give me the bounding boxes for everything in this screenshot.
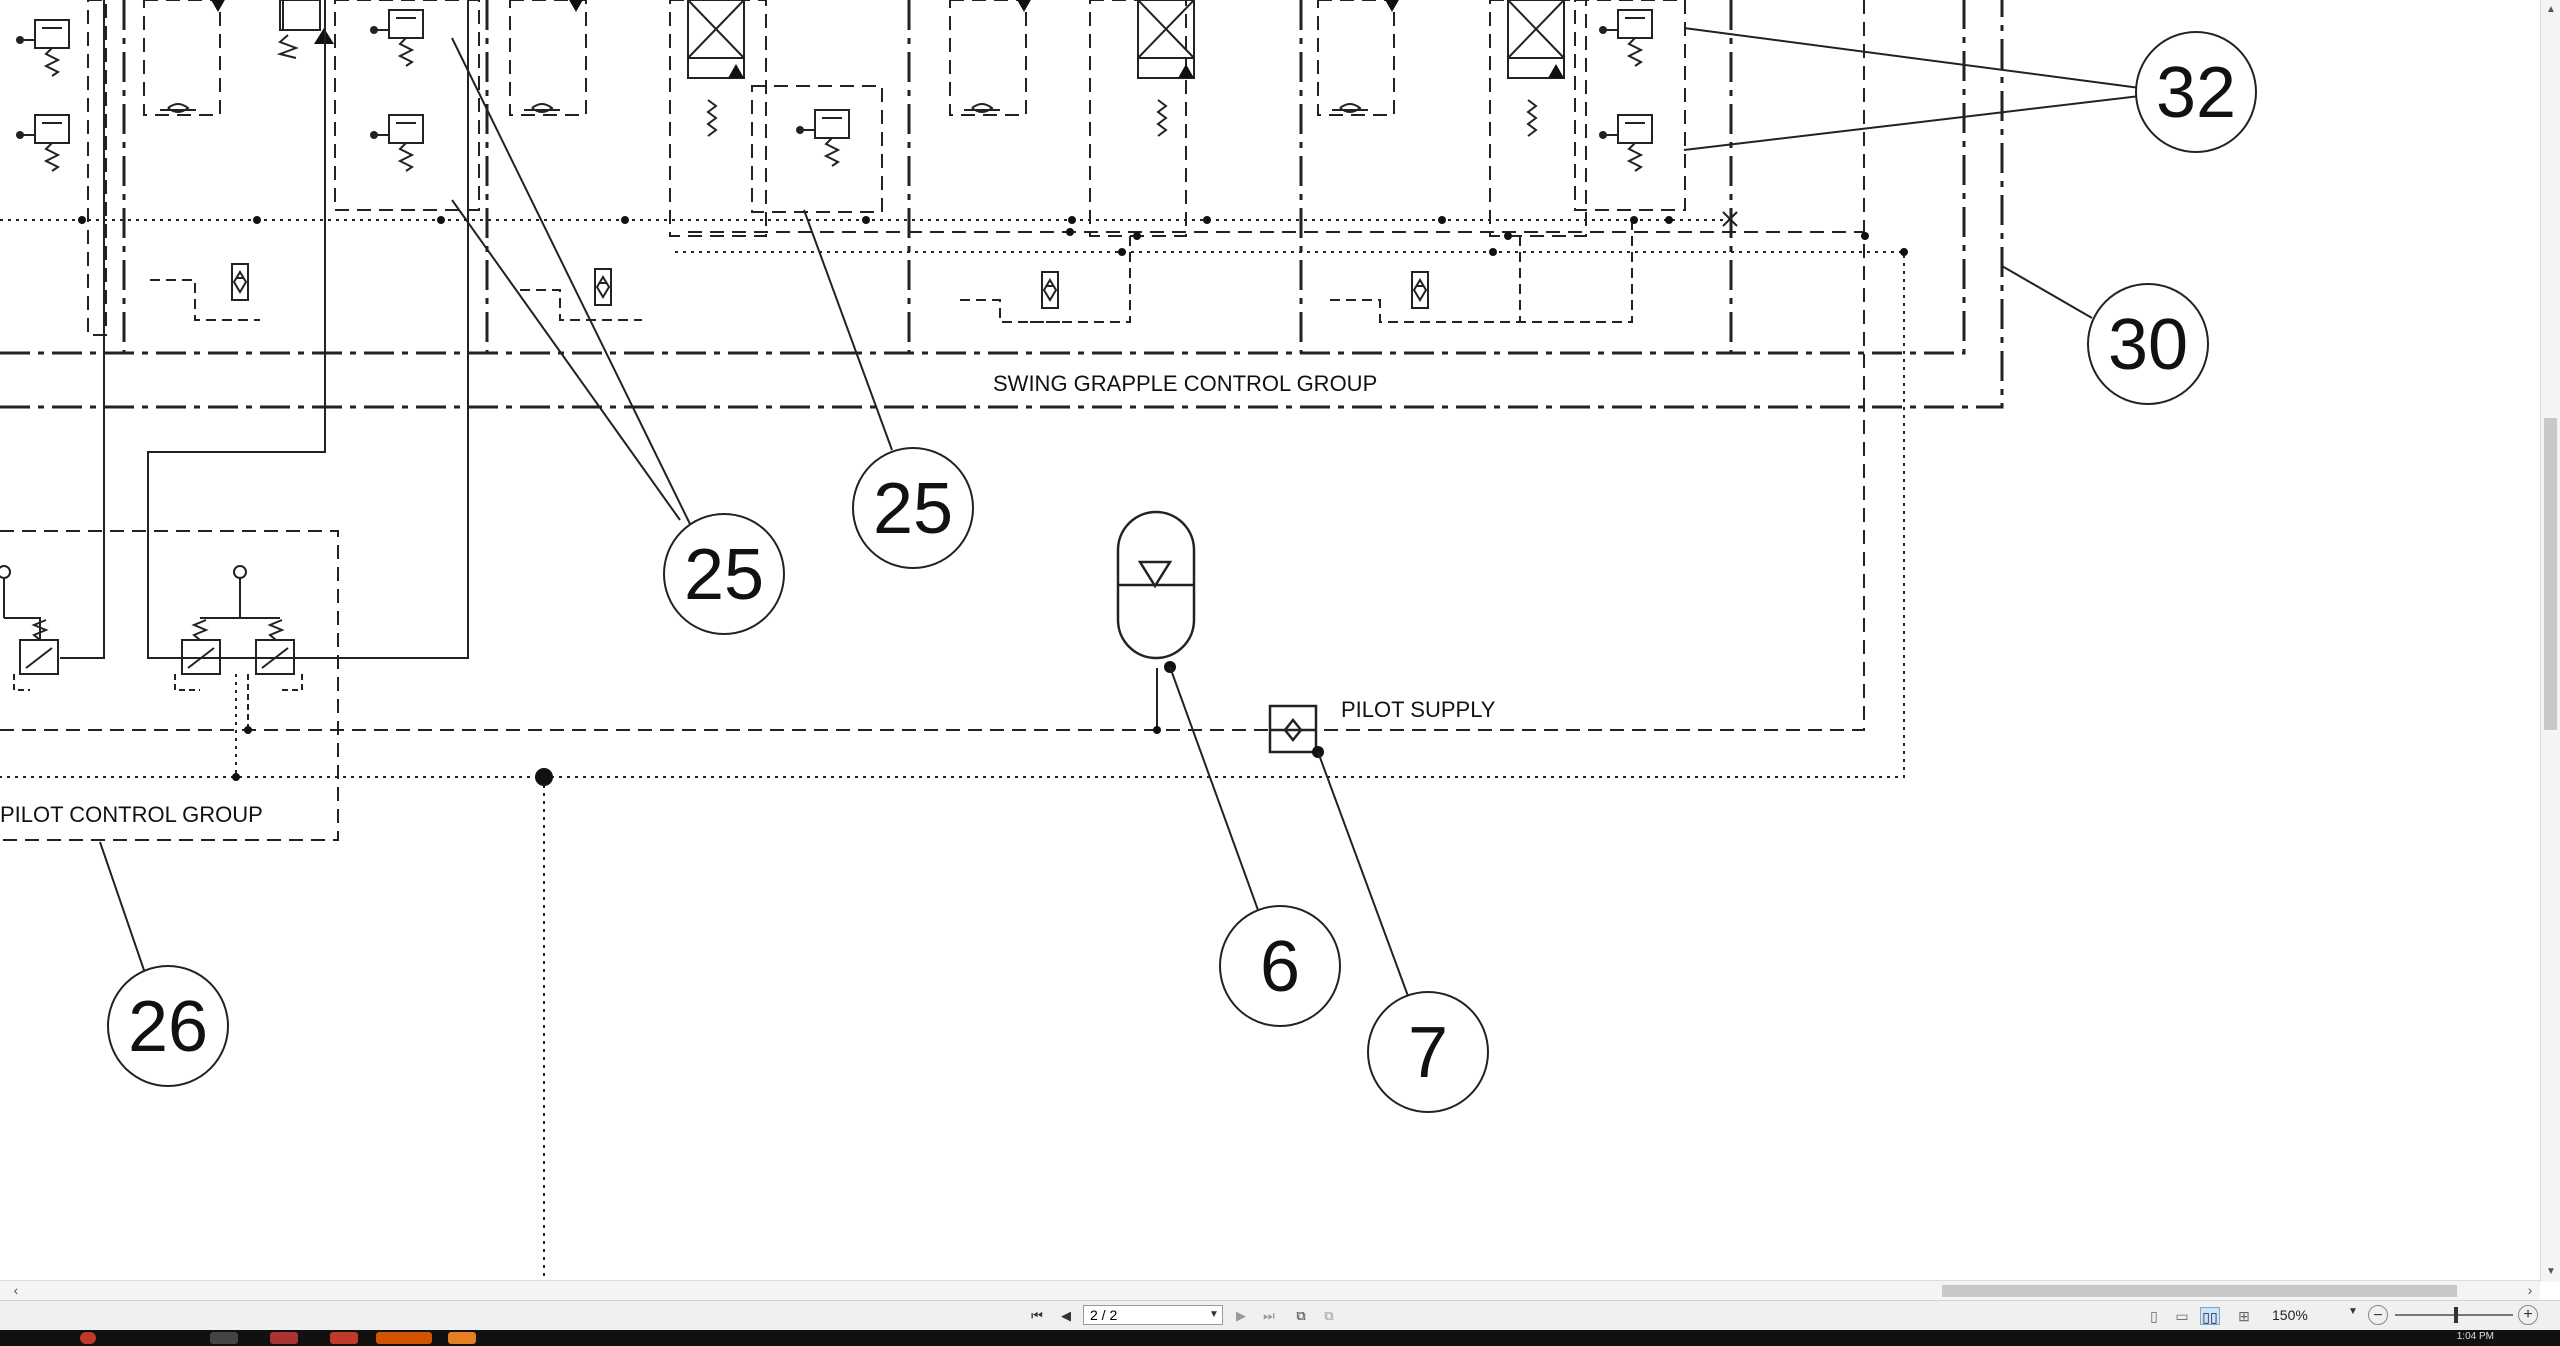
continuous-view-icon[interactable]: ▭ [2175, 1308, 2189, 1324]
taskbar-app-icon[interactable] [448, 1332, 476, 1344]
scroll-down-icon[interactable]: ▼ [2546, 1266, 2556, 1277]
zoom-slider-thumb[interactable] [2454, 1307, 2458, 1323]
inner-dashed-boxes [87, 0, 1686, 336]
taskbar-clock: 1:04 PM [2456, 1331, 2494, 1342]
accumulator-6 [1116, 510, 1196, 660]
first-page-icon[interactable]: ⏮ [1031, 1308, 1043, 1323]
previous-view-icon[interactable]: ⧉ [1296, 1308, 1306, 1323]
page-dropdown-icon[interactable]: ▼ [1209, 1309, 1219, 1320]
single-page-view-icon[interactable]: ▯ [2150, 1308, 2158, 1324]
last-page-icon[interactable]: ⏭ [1263, 1308, 1275, 1323]
pilot-drain-lines [0, 219, 1905, 1280]
taskbar-active-app-icon[interactable] [376, 1332, 432, 1344]
zoom-in-icon[interactable]: + [2518, 1305, 2538, 1325]
two-page-continuous-icon[interactable]: ⊞ [2238, 1308, 2250, 1324]
label-pilot-supply: PILOT SUPPLY [1341, 697, 1496, 722]
prev-page-icon[interactable]: ◀ [1061, 1308, 1071, 1323]
taskbar-app-icon[interactable] [210, 1332, 238, 1344]
swing-grapple-boundary [0, 0, 2004, 409]
viewer-statusbar: ⏮ ◀ ▼ ▶ ⏭ ⧉ ⧉ ▯ ▭ ▯▯ ⊞ 150% ▼ − + [0, 1300, 2560, 1330]
next-page-icon[interactable]: ▶ [1236, 1308, 1246, 1323]
taskbar-app-icon[interactable] [270, 1332, 298, 1344]
leader-lines [99, 27, 2141, 997]
callout-32: 32 [2156, 53, 2236, 133]
two-page-view-icon[interactable]: ▯▯ [2200, 1307, 2220, 1325]
taskbar-app-icon[interactable] [80, 1332, 96, 1344]
shuttle-detours [150, 220, 1633, 323]
page-number-input[interactable] [1083, 1305, 1223, 1325]
section-dividers [122, 0, 1733, 353]
label-swing-grapple-control-group: SWING GRAPPLE CONTROL GROUP [993, 371, 1377, 396]
callout-25-left: 25 [684, 535, 764, 615]
pilot-supply-check-7 [1268, 704, 1318, 754]
label-pilot-control-group: PILOT CONTROL GROUP [0, 802, 263, 827]
callout-25-right: 25 [873, 469, 953, 549]
document-viewport[interactable]: SWING GRAPPLE CONTROL GROUP PILOT CONTRO… [0, 0, 2540, 1280]
callout-7: 7 [1408, 1013, 1448, 1093]
taskbar: 1:04 PM [0, 1330, 2560, 1346]
zoom-level[interactable]: 150% [2272, 1307, 2308, 1323]
cross-marker [1722, 211, 1738, 227]
pilot-control-valves [0, 565, 303, 777]
vertical-scrollbar[interactable]: ▲ ▼ [2540, 0, 2560, 1282]
restrictors [160, 103, 1368, 113]
scroll-right-icon[interactable]: › [2527, 1282, 2533, 1298]
callouts [107, 31, 2257, 1113]
taskbar-app-icon[interactable] [330, 1332, 358, 1344]
next-view-icon[interactable]: ⧉ [1324, 1308, 1334, 1323]
junction-dots [78, 216, 1908, 786]
callout-26: 26 [128, 987, 208, 1067]
horizontal-scroll-thumb[interactable] [1942, 1285, 2457, 1297]
vertical-scroll-thumb[interactable] [2544, 418, 2557, 730]
scroll-up-icon[interactable]: ▲ [2546, 4, 2556, 15]
horizontal-scrollbar[interactable]: ‹ › [0, 1280, 2540, 1300]
pilot-control-boundary [0, 530, 339, 841]
callout-30: 30 [2108, 305, 2188, 385]
zoom-dropdown-icon[interactable]: ▼ [2348, 1306, 2358, 1317]
scroll-left-icon[interactable]: ‹ [13, 1282, 19, 1298]
zoom-out-icon[interactable]: − [2368, 1305, 2388, 1325]
callout-6: 6 [1260, 927, 1300, 1007]
pilot-supply-lines [0, 0, 1865, 731]
hydraulic-schematic: SWING GRAPPLE CONTROL GROUP PILOT CONTRO… [0, 0, 2257, 1280]
